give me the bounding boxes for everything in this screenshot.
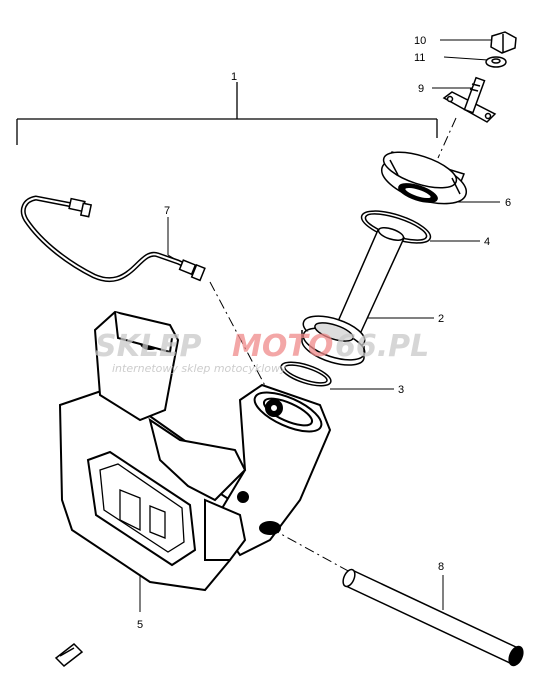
callout-1: 1: [231, 71, 237, 83]
watermark-right: MOTO: [232, 329, 333, 364]
washer-part-11: [485, 56, 507, 68]
assembly-bracket: [16, 82, 438, 145]
watermark-left: SKLEP: [95, 329, 201, 364]
callout-10: 10: [414, 35, 426, 47]
cap-part-6: [380, 151, 468, 205]
watermark: SKLEP MOTO 66.PL internetowy sklep motoc…: [95, 329, 429, 375]
callout-3: 3: [398, 384, 404, 396]
rod-part-8: [342, 568, 524, 667]
pipe-part-7: [20, 195, 206, 283]
housing-part-5: [58, 310, 332, 592]
watermark-subtitle: internetowy sklep motocyklowy: [112, 362, 287, 375]
o-ring-part-3: [280, 361, 332, 387]
bolt-plate-part-9: [442, 76, 497, 123]
callout-9: 9: [418, 83, 424, 95]
callout-2: 2: [438, 313, 444, 325]
callout-4: 4: [484, 236, 490, 248]
front-arrow-icon: [54, 643, 84, 667]
callout-11: 11: [414, 52, 425, 64]
piston-part-2: [301, 227, 406, 366]
watermark-tail: 66.PL: [335, 329, 429, 364]
nut-part-10: [490, 31, 517, 54]
callout-6: 6: [505, 197, 511, 209]
callout-8: 8: [438, 561, 444, 573]
callout-labels: 1 2 3 4 5 6 7 8 9 10 11: [137, 35, 511, 631]
callout-5: 5: [137, 619, 143, 631]
callout-7: 7: [164, 205, 170, 217]
